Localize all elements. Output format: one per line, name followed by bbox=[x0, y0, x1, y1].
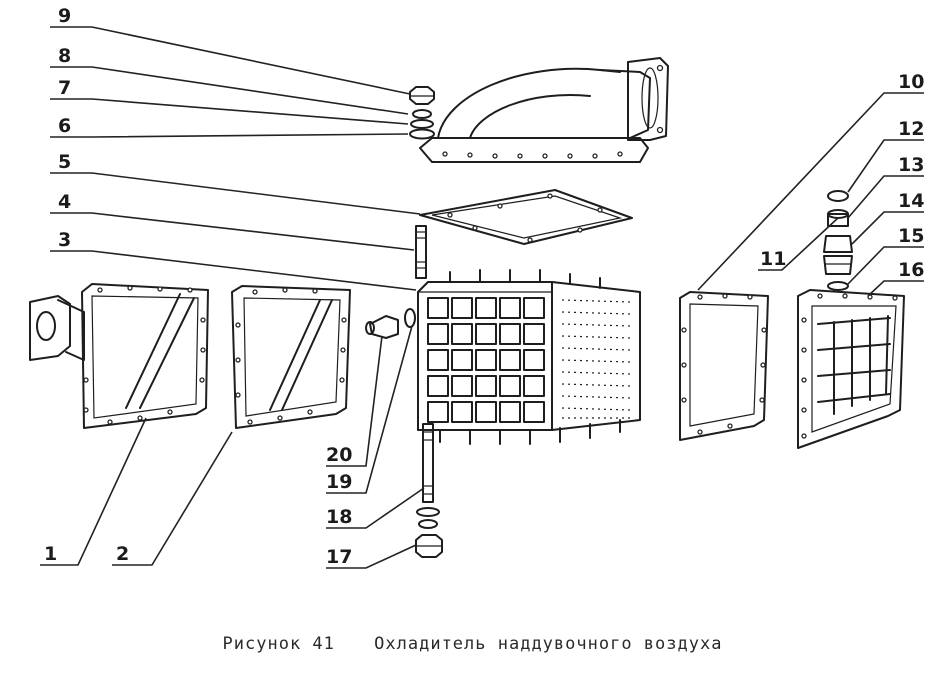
label-7: 7 bbox=[58, 77, 71, 99]
label-16: 16 bbox=[898, 259, 924, 281]
core-front-grid bbox=[427, 297, 545, 423]
cooler-core-block bbox=[417, 269, 641, 445]
rear-cover-16 bbox=[797, 289, 905, 449]
core-bottom-studs bbox=[439, 419, 621, 445]
washer-lower-1 bbox=[416, 507, 440, 517]
label-12: 12 bbox=[898, 118, 924, 140]
fitting-14 bbox=[823, 235, 853, 275]
label-14: 14 bbox=[898, 190, 924, 212]
leader-lines bbox=[40, 26, 924, 569]
label-8: 8 bbox=[58, 45, 71, 67]
upper-outlet-duct bbox=[419, 57, 669, 163]
label-19: 19 bbox=[326, 471, 352, 493]
washer-lower-2 bbox=[418, 519, 438, 529]
nut-9 bbox=[409, 86, 435, 105]
label-15: 15 bbox=[898, 225, 924, 247]
core-top-studs bbox=[449, 269, 601, 289]
label-13: 13 bbox=[898, 154, 924, 176]
gasket-ring-19 bbox=[404, 308, 416, 328]
label-1: 1 bbox=[44, 543, 57, 565]
label-17: 17 bbox=[326, 546, 352, 568]
label-9: 9 bbox=[58, 5, 71, 27]
label-18: 18 bbox=[326, 506, 352, 528]
core-side-tube-ends bbox=[561, 299, 631, 419]
part-labels: 9 8 7 6 5 4 3 1 2 20 19 18 17 10 11 12 1… bbox=[44, 5, 924, 568]
top-gasket bbox=[419, 189, 633, 245]
right-gasket-10 bbox=[679, 291, 769, 441]
label-10: 10 bbox=[898, 71, 924, 93]
nut-12 bbox=[827, 190, 849, 202]
label-4: 4 bbox=[58, 191, 71, 213]
stud-4 bbox=[415, 225, 427, 279]
label-20: 20 bbox=[326, 444, 352, 466]
figure-title: Охладитель наддувочного воздуха bbox=[374, 634, 723, 654]
label-6: 6 bbox=[58, 115, 71, 137]
drain-cock-20 bbox=[365, 315, 399, 339]
label-2: 2 bbox=[116, 543, 129, 565]
washer-7 bbox=[410, 119, 434, 129]
stud-18 bbox=[422, 423, 434, 503]
rear-cover-grid bbox=[817, 315, 891, 415]
label-11: 11 bbox=[760, 248, 786, 270]
figure-number: Рисунок 41 bbox=[222, 634, 335, 654]
outlet-flange-bolt-holes bbox=[442, 151, 623, 159]
label-5: 5 bbox=[58, 151, 71, 173]
figure-caption: Рисунок 41 Охладитель наддувочного возду… bbox=[0, 634, 945, 654]
side-gasket-2 bbox=[231, 285, 351, 429]
inlet-side-cover-1 bbox=[29, 283, 209, 429]
label-3: 3 bbox=[58, 229, 71, 251]
spring-washer-8 bbox=[412, 109, 432, 119]
gasket-15 bbox=[827, 281, 849, 291]
inlet-cover-pipe bbox=[29, 295, 85, 361]
nut-17 bbox=[415, 534, 443, 558]
washer-6 bbox=[409, 128, 435, 140]
